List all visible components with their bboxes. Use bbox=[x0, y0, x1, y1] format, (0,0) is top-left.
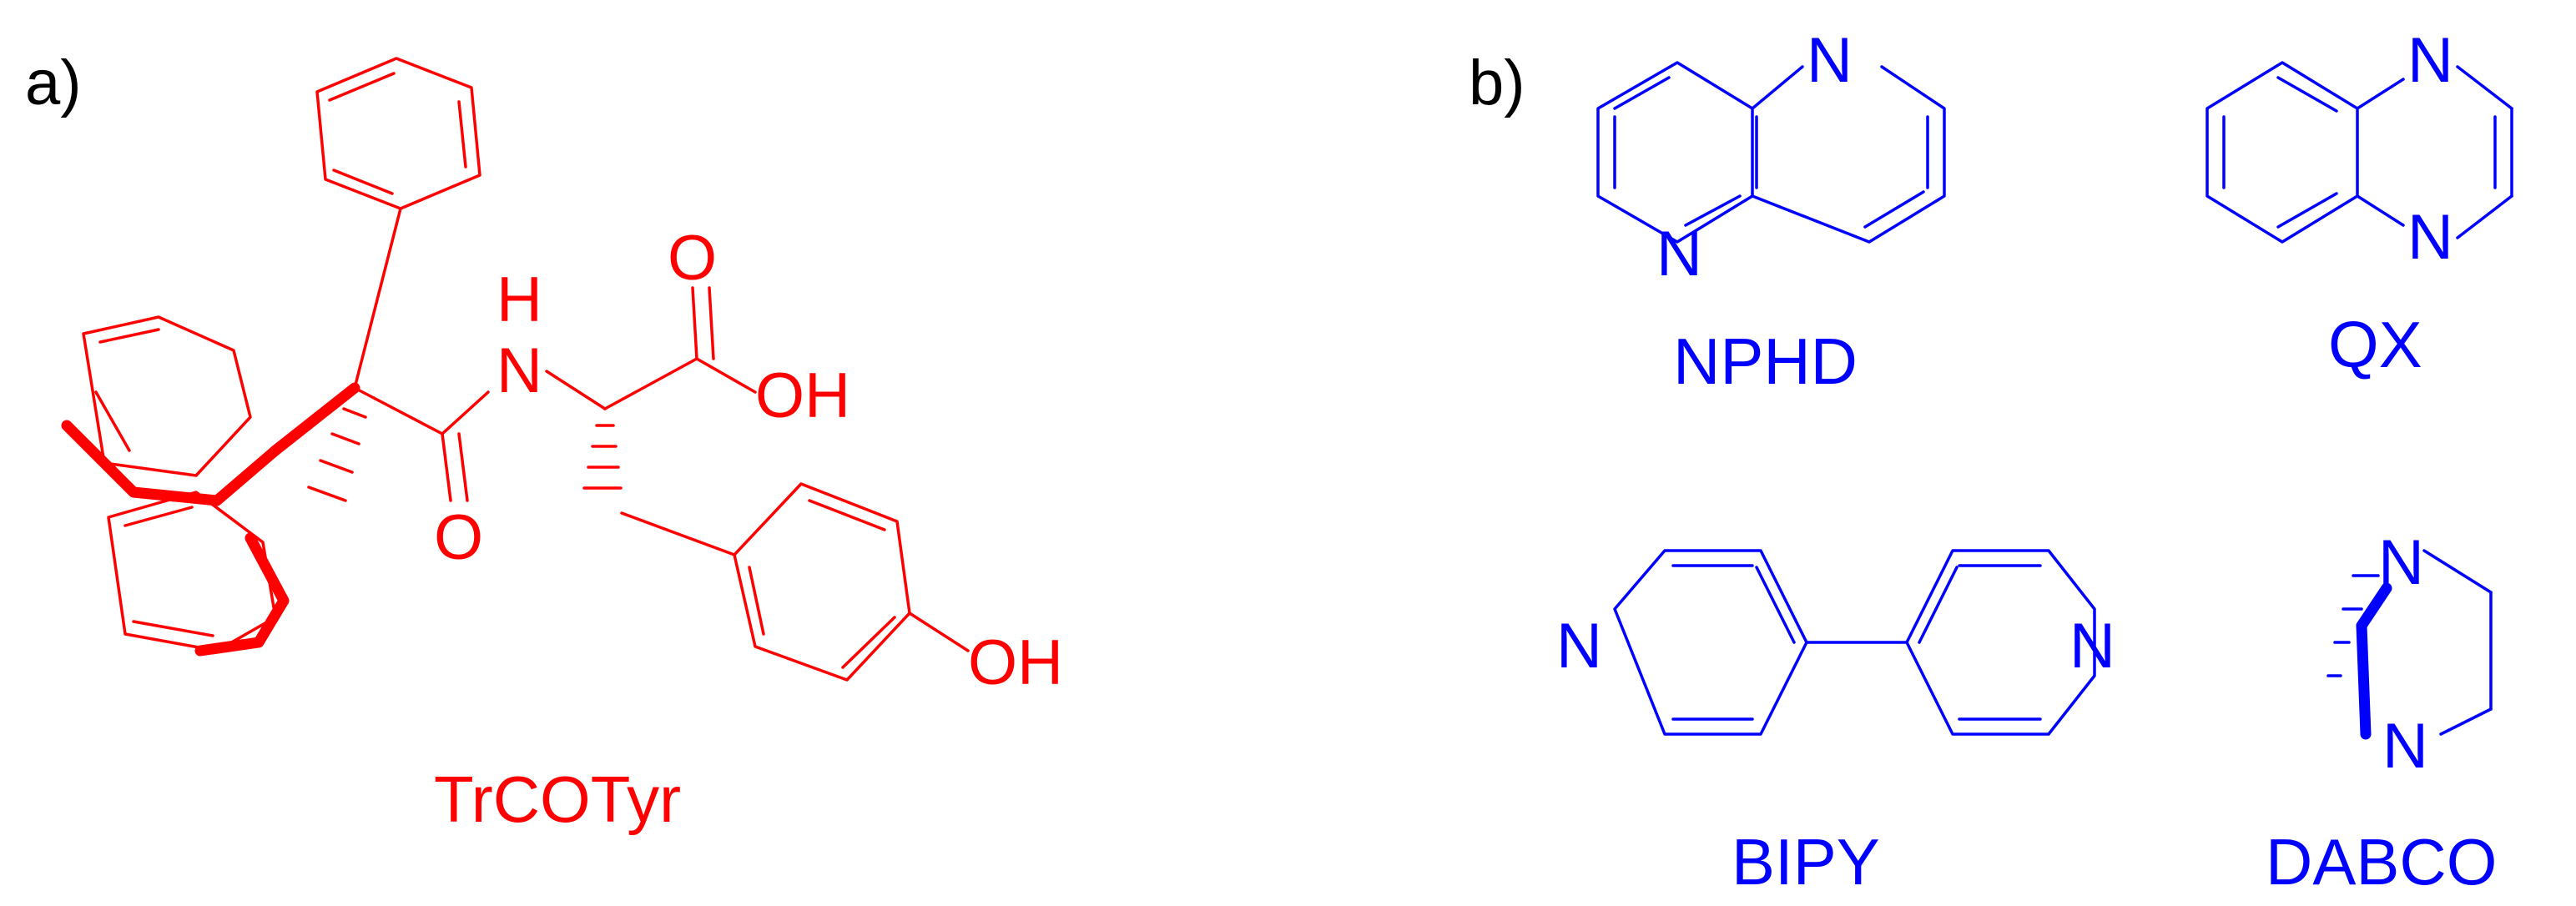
bipy-name: BIPY bbox=[1732, 825, 1880, 898]
nphd-atom-n2: N bbox=[1656, 219, 1702, 289]
atom-n: N bbox=[497, 335, 542, 406]
qx-atom-n1: N bbox=[2407, 25, 2453, 96]
atom-oh-acid: OH bbox=[755, 360, 850, 431]
bipy-atom-n2: N bbox=[2069, 611, 2115, 682]
trityl-phenyl-bottom bbox=[107, 407, 367, 657]
nphd-atom-n1: N bbox=[1807, 25, 1853, 96]
atom-h: H bbox=[497, 264, 542, 335]
trcotyr-structure: O H N O OH OH bbox=[61, 57, 1063, 698]
dabco-atom-n1: N bbox=[2378, 527, 2424, 598]
dabco-structure bbox=[2326, 549, 2493, 740]
trityl-phenyl-top bbox=[315, 57, 481, 390]
qx-name: QX bbox=[2328, 308, 2422, 381]
bipy-atom-n1: N bbox=[1556, 611, 1602, 682]
dabco-atom-n2: N bbox=[2382, 711, 2428, 782]
panel-label-b: b) bbox=[1469, 48, 1525, 118]
nphd-structure bbox=[1596, 61, 1946, 244]
tyrosine-phenol-ring bbox=[733, 482, 970, 682]
atom-o-amide: O bbox=[434, 502, 483, 573]
qx-atom-n2: N bbox=[2407, 202, 2453, 273]
panel-label-a: a) bbox=[25, 48, 82, 118]
trityl-phenyl-left bbox=[61, 315, 360, 506]
atom-o-acid: O bbox=[668, 223, 717, 294]
dabco-name: DABCO bbox=[2266, 825, 2497, 898]
nphd-name: NPHD bbox=[1673, 325, 1858, 398]
qx-structure bbox=[2205, 61, 2513, 244]
atom-oh-phenol: OH bbox=[968, 627, 1063, 698]
bipy-structure bbox=[1613, 549, 2096, 736]
trcotyr-name: TrCOTyr bbox=[434, 763, 681, 836]
